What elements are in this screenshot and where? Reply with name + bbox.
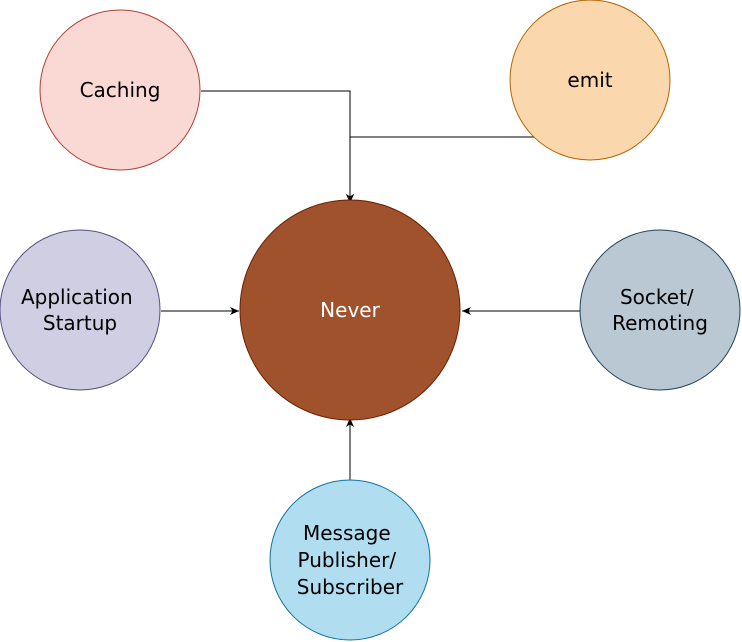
node-never[interactable]: Never	[239, 199, 461, 421]
node-caching[interactable]: Caching	[39, 9, 201, 171]
node-message-publisher-subscriber-label-line: Publisher/	[298, 548, 397, 572]
node-socket-remoting-label: Socket/ Remoting	[612, 285, 708, 335]
node-application-startup-label-line: Startup	[43, 311, 117, 335]
node-socket-remoting-label-line: Remoting	[612, 311, 708, 335]
node-message-publisher-subscriber-circle	[269, 479, 431, 641]
node-emit-label: emit	[567, 68, 612, 92]
connectors	[161, 90, 580, 480]
node-caching-label: Caching	[80, 78, 161, 102]
edge-emit-to-never	[346, 136, 536, 203]
node-application-startup-circle	[0, 229, 161, 391]
node-application-startup[interactable]: Application Startup	[0, 229, 161, 391]
node-emit-label-line: emit	[567, 68, 612, 92]
node-emit[interactable]: emit	[509, 0, 671, 161]
node-caching-circle	[39, 9, 201, 171]
node-message-publisher-subscriber-label-line: Subscriber	[297, 575, 404, 599]
node-never-label: Never	[320, 298, 380, 322]
node-message-publisher-subscriber-label-line: Message	[303, 521, 391, 545]
node-application-startup-label-line: Application	[21, 285, 133, 309]
node-socket-remoting-label-line: Socket/	[620, 285, 694, 309]
node-socket-remoting-circle	[579, 229, 741, 391]
node-message-publisher-subscriber-label: Message Publisher/ Subscriber	[297, 521, 404, 599]
node-socket-remoting[interactable]: Socket/ Remoting	[579, 229, 741, 391]
node-emit-circle	[509, 0, 671, 161]
node-never-circle	[239, 199, 461, 421]
edge-caching-to-never	[201, 90, 354, 203]
node-application-startup-label: Application Startup	[21, 285, 139, 335]
node-caching-label-line: Caching	[80, 78, 161, 102]
node-message-publisher-subscriber[interactable]: Message Publisher/ Subscriber	[269, 479, 431, 641]
